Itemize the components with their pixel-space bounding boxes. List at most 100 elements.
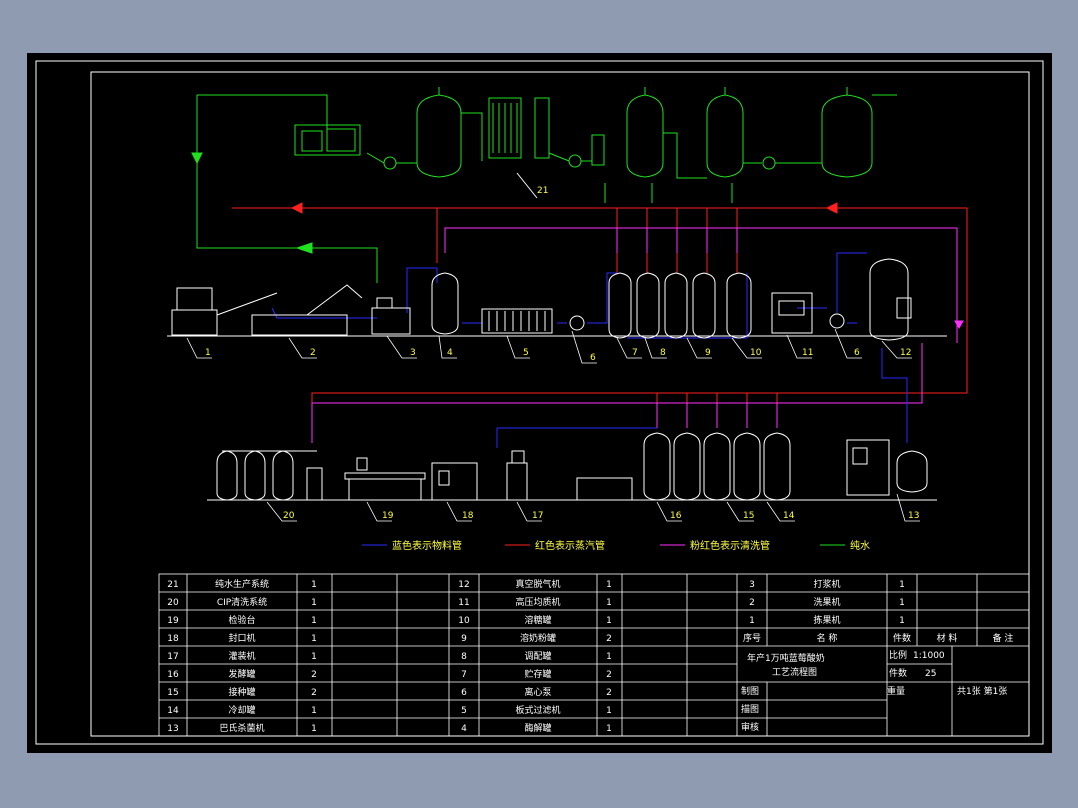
label-1: 1	[205, 348, 211, 358]
parts-row-number: 1	[749, 616, 755, 626]
label-12: 12	[900, 348, 911, 358]
parts-row-name: 板式过滤机	[515, 704, 560, 716]
legend: 蓝色表示物料管 红色表示蒸汽管 粉红色表示清洗管 纯水	[362, 539, 870, 552]
parts-row-name: 检验台	[228, 614, 255, 626]
parts-row-qty: 1	[899, 598, 905, 608]
legend-material-text: 蓝色表示物料管	[392, 539, 462, 552]
parts-row-qty: 2	[311, 670, 317, 680]
drawing-title-line2: 工艺流程图	[772, 666, 817, 678]
scale-value: 1:1000	[913, 651, 945, 661]
label-4: 4	[447, 348, 453, 358]
parts-row-qty: 1	[311, 598, 317, 608]
parts-row-qty: 2	[606, 670, 612, 680]
parts-row-number: 11	[458, 598, 469, 608]
parts-row-name: 打浆机	[813, 578, 840, 590]
parts-row-number: 17	[167, 652, 178, 662]
label-10: 10	[750, 348, 762, 358]
parts-row-name: 灌装机	[228, 650, 255, 662]
parts-row-number: 5	[461, 706, 467, 716]
header-material: 材 料	[937, 632, 958, 644]
count-label: 件数	[889, 667, 907, 679]
label-13: 13	[908, 511, 919, 521]
label-20: 20	[283, 511, 295, 521]
title-block: 年产1万吨蓝莓酸奶 工艺流程图 比例 1:1000 件数 25 重量 共1张 第…	[741, 649, 1007, 733]
parts-row-qty: 1	[606, 724, 612, 734]
parts-row-qty: 1	[311, 724, 317, 734]
parts-row-name: 溶糖罐	[524, 614, 551, 626]
parts-row-qty: 1	[606, 652, 612, 662]
label-7: 7	[632, 348, 638, 358]
parts-row-name: 洗果机	[813, 596, 840, 608]
parts-row-name: 酶解罐	[524, 722, 551, 734]
bottom-row-equipment	[207, 432, 937, 501]
parts-row-name: 溶奶粉罐	[520, 632, 556, 644]
parts-row-qty: 1	[311, 652, 317, 662]
parts-row-name: 冷却罐	[228, 704, 255, 716]
header-note: 备 注	[993, 632, 1014, 644]
parts-row-number: 20	[167, 598, 179, 608]
parts-row-qty: 1	[899, 580, 905, 590]
legend-water-text: 纯水	[850, 539, 870, 552]
label-16: 16	[670, 511, 682, 521]
material-pipes	[271, 252, 908, 448]
water-label-leader	[516, 172, 538, 199]
parts-row-number: 14	[167, 706, 179, 716]
top-row-equipment	[167, 258, 947, 341]
label-8: 8	[660, 348, 666, 358]
traced-by-label: 描图	[741, 703, 759, 715]
water-system	[191, 87, 897, 283]
parts-row-number: 2	[749, 598, 755, 608]
parts-row-number: 10	[458, 616, 470, 626]
parts-row-qty: 2	[311, 688, 317, 698]
label-2: 2	[310, 348, 316, 358]
checked-by-label: 审核	[741, 721, 759, 733]
parts-row-number: 4	[461, 724, 467, 734]
parts-row-number: 21	[167, 580, 178, 590]
parts-row-name: CIP清洗系统	[217, 596, 267, 608]
header-name: 名 称	[817, 632, 838, 644]
header-number: 序号	[743, 632, 761, 644]
parts-table-grid	[158, 573, 1030, 737]
parts-row-number: 15	[167, 688, 178, 698]
parts-row-number: 18	[167, 634, 179, 644]
parts-row-qty: 1	[311, 580, 317, 590]
parts-row-number: 19	[167, 616, 179, 626]
label-5: 5	[523, 348, 529, 358]
parts-row-name: 封口机	[228, 632, 255, 644]
parts-row-name: 调配罐	[524, 650, 551, 662]
outer-frame	[35, 60, 1044, 745]
parts-row-qty: 1	[606, 580, 612, 590]
parts-row-name: 发酵罐	[228, 668, 255, 680]
label-14: 14	[783, 511, 795, 521]
label-leaders	[186, 328, 920, 522]
drawing-title-line1: 年产1万吨蓝莓酸奶	[747, 652, 825, 664]
label-6a: 6	[590, 353, 596, 363]
cad-drawing-sheet: 21	[27, 53, 1052, 753]
label-11: 11	[802, 348, 813, 358]
parts-row-name: 离心泵	[524, 686, 551, 698]
header-qty: 件数	[893, 632, 911, 644]
legend-steam-text: 红色表示蒸汽管	[535, 539, 605, 552]
label-9: 9	[705, 348, 711, 358]
parts-row-name: 真空脱气机	[515, 578, 560, 590]
legend-cleaning-text: 粉红色表示清洗管	[690, 539, 770, 552]
label-3: 3	[410, 348, 416, 358]
count-value: 25	[925, 669, 936, 679]
label-17: 17	[532, 511, 543, 521]
label-6b: 6	[854, 348, 860, 358]
label-15: 15	[743, 511, 754, 521]
parts-row-name: 拣果机	[813, 614, 840, 626]
parts-row-number: 13	[167, 724, 178, 734]
parts-row-qty: 1	[606, 706, 612, 716]
parts-row-qty: 2	[606, 688, 612, 698]
scale-label: 比例	[889, 649, 907, 661]
equipment-labels: 1 2 3 4 5 6 7 8 9 10 11 6 12 20 19 18 17…	[205, 348, 919, 521]
label-21: 21	[537, 186, 548, 196]
parts-row-qty: 1	[311, 616, 317, 626]
label-18: 18	[462, 511, 474, 521]
sheet-count: 共1张 第1张	[957, 685, 1007, 697]
label-19: 19	[382, 511, 394, 521]
parts-row-number: 8	[461, 652, 467, 662]
parts-row-qty: 1	[311, 634, 317, 644]
